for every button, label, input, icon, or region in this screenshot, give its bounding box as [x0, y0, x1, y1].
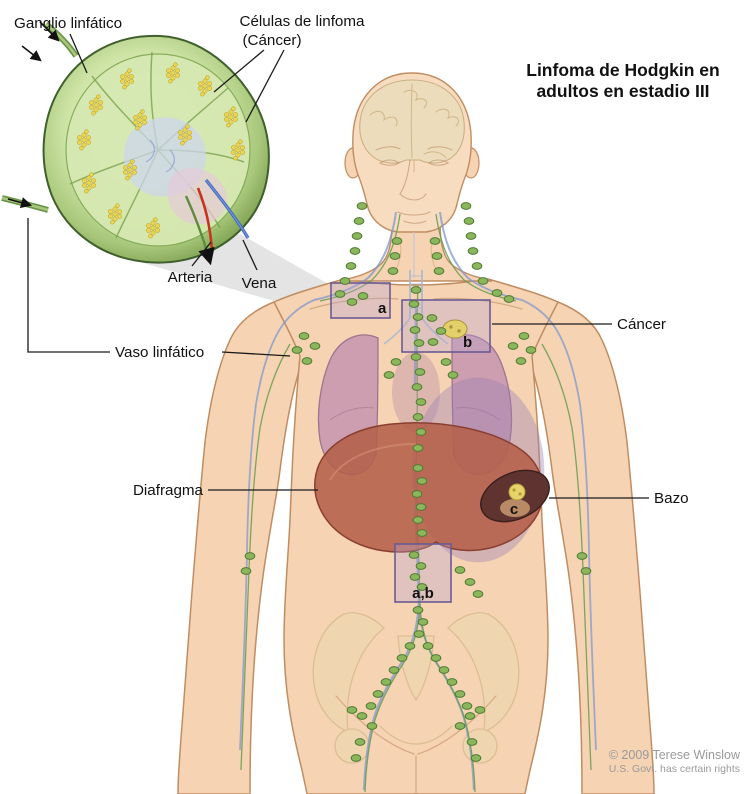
lymph-node-inset	[1, 21, 270, 266]
groin-creases	[335, 695, 497, 794]
leader-lymph-vessel-right	[221, 351, 291, 357]
stage-marker-a: a	[378, 300, 387, 317]
leader-lymphoma-cells-2	[245, 49, 285, 123]
leader-lymph-vessel-left	[27, 218, 110, 353]
label-lymphoma-cells-line2: (Cáncer)	[242, 32, 301, 49]
mediastinum-shadow	[392, 352, 440, 432]
node-medulla-region	[167, 168, 227, 225]
spleen-cancer-mass	[508, 483, 526, 501]
label-vein: Vena	[242, 275, 277, 292]
label-diaphragm: Diafragma	[133, 482, 204, 499]
right-arm	[530, 301, 655, 794]
label-spleen: Bazo	[654, 490, 689, 507]
leader-lines	[27, 33, 649, 499]
spleen-light-area	[500, 499, 530, 517]
page-title-line2: adultos en estadio III	[536, 81, 709, 101]
artery-vessel	[196, 187, 214, 251]
stage-box-ab	[394, 543, 452, 603]
stage-box-a	[330, 282, 391, 319]
face-features	[375, 146, 453, 224]
leader-artery	[191, 241, 212, 267]
stage-marker-ab: a,b	[412, 585, 434, 602]
stage-marker-b: b	[463, 334, 472, 351]
credit-line2: U.S. Govt. has certain rights	[609, 763, 740, 775]
label-lymph-node: Ganglio linfático	[14, 15, 122, 32]
lymph-flow-arrows	[7, 21, 60, 209]
efferent-lymph-vessel	[184, 195, 215, 266]
page-title-line1: Linfoma de Hodgkin en	[526, 60, 719, 80]
label-artery: Arteria	[168, 269, 213, 286]
diaphragm	[314, 422, 544, 553]
leader-lymphoma-cells-1	[213, 49, 265, 93]
trachea	[383, 270, 449, 345]
credit-line1: © 2009 Terese Winslow	[609, 748, 741, 762]
brain	[359, 79, 465, 173]
lung-fissures	[329, 407, 501, 421]
spleen	[480, 469, 550, 523]
leader-lymph-node	[69, 33, 88, 74]
leader-vein	[242, 239, 258, 271]
label-lymph-vessel: Vaso linfático	[115, 344, 204, 361]
stage-marker-c: c	[510, 501, 518, 518]
label-lymphoma-cells-line1: Células de linfoma	[240, 13, 365, 30]
left-arm	[177, 301, 302, 794]
label-cancer: Cáncer	[617, 316, 666, 333]
neck	[339, 217, 493, 282]
